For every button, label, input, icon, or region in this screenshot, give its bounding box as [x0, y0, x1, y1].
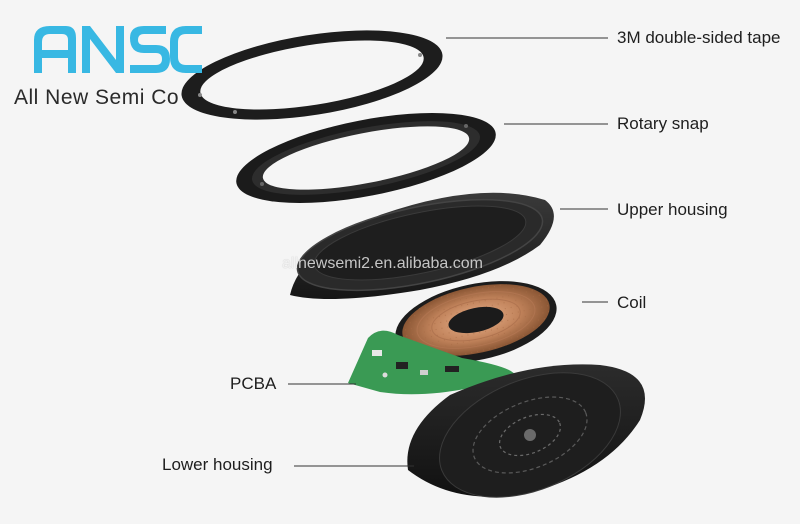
label-tape: 3M double-sided tape — [617, 28, 781, 47]
watermark: allnewsemi2.en.alibaba.com — [282, 255, 483, 272]
lower-housing — [407, 364, 645, 498]
coil — [395, 281, 557, 363]
label-coil: Coil — [617, 293, 647, 312]
label-lower-housing: Lower housing — [162, 455, 273, 474]
brand-logo: All New Semi Co — [14, 12, 204, 109]
ansc-logo-icon — [34, 26, 202, 73]
rotary-snap-ring — [236, 112, 496, 204]
upper-housing — [290, 192, 554, 299]
label-pcba: PCBA — [230, 374, 277, 393]
pcba-board — [348, 330, 516, 395]
label-upper-housing: Upper housing — [617, 200, 728, 219]
label-rotary-snap: Rotary snap — [617, 114, 709, 133]
company-name: All New Semi Co — [14, 86, 180, 109]
leader-lines — [288, 37, 608, 467]
tape-ring — [181, 30, 443, 120]
